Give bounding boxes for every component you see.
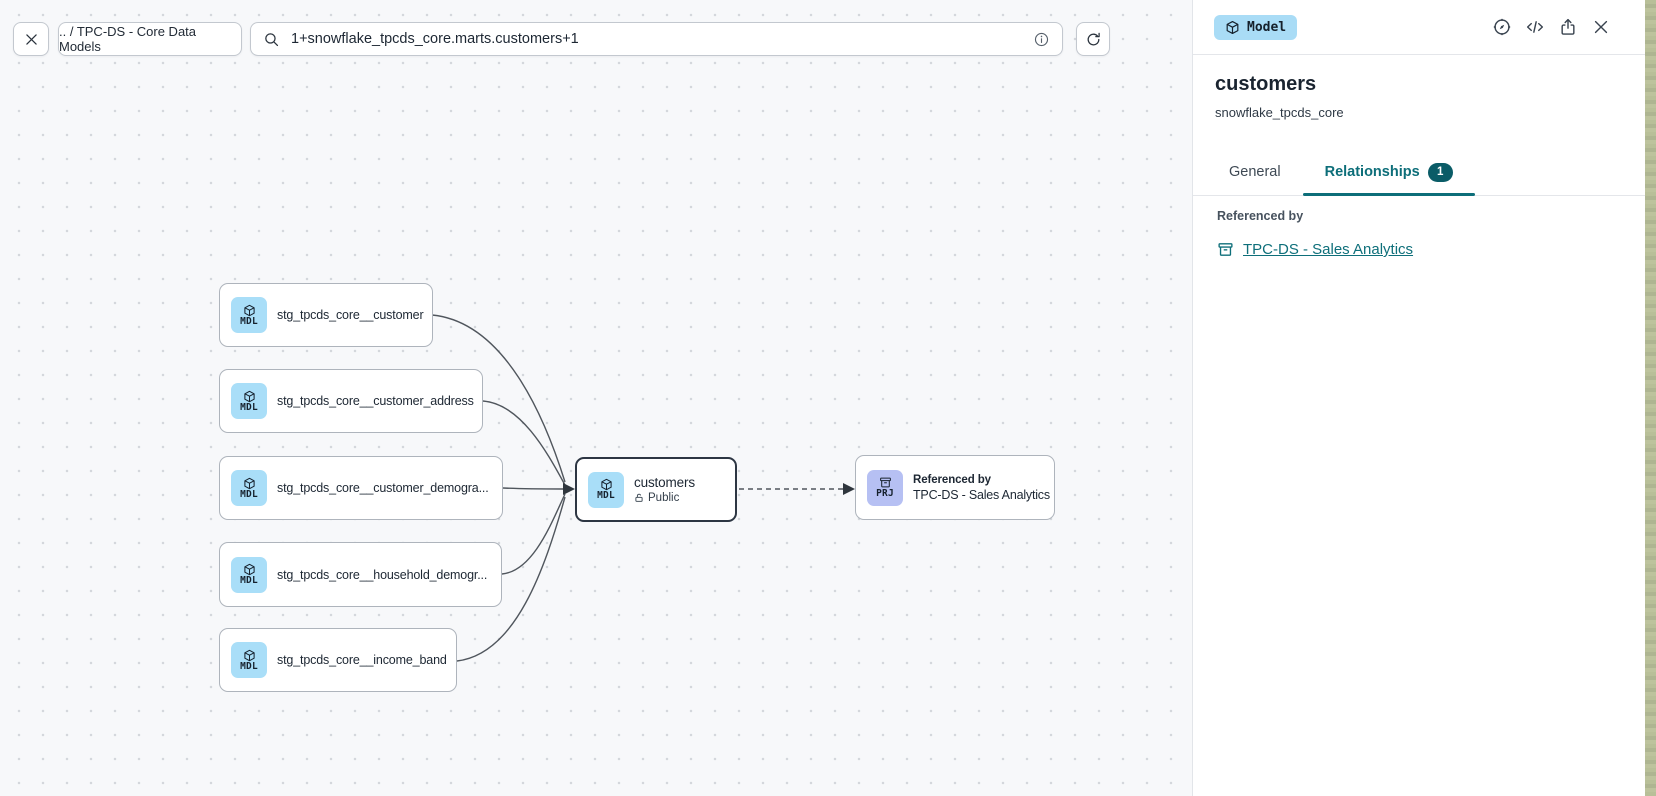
tab-general[interactable]: General: [1207, 149, 1303, 195]
model-type-badge: Model: [1214, 14, 1298, 40]
package-subtitle: snowflake_tpcds_core: [1215, 105, 1344, 120]
close-panel-button[interactable]: [1591, 17, 1611, 37]
access-row: Public: [634, 492, 695, 504]
node-label: stg_tpcds_core__income_band: [277, 653, 447, 667]
model-cube-icon: [1226, 20, 1239, 34]
model-cube-icon: MDL: [231, 297, 267, 333]
lock-open-icon: [635, 493, 643, 502]
search-icon: [265, 32, 279, 46]
tab-label: General: [1229, 164, 1281, 180]
model-cube-icon: MDL: [231, 470, 267, 506]
node-stg-tpcds-core-customer-demographics[interactable]: MDL stg_tpcds_core__customer_demogra...: [219, 456, 503, 520]
node-label: stg_tpcds_core__household_demogr...: [277, 567, 488, 582]
details-panel: Model customers snowflake_tpcds_core: [1192, 0, 1645, 796]
lineage-selector-input[interactable]: [289, 30, 1024, 48]
node-label: stg_tpcds_core__customer: [277, 308, 424, 322]
node-type-tag: MDL: [240, 401, 258, 413]
node-label: TPC-DS - Sales Analytics: [913, 487, 1050, 502]
view-code-button[interactable]: [1525, 17, 1545, 37]
referenced-by-caption: Referenced by: [913, 473, 991, 486]
share-icon: [1561, 18, 1575, 35]
edge-household-demographics: [501, 493, 566, 575]
refresh-lineage-button[interactable]: [1076, 22, 1110, 56]
arrowhead-into-customers: [563, 483, 575, 495]
node-type-tag: MDL: [240, 660, 258, 672]
node-label: stg_tpcds_core__customer_demogra...: [277, 481, 489, 495]
tab-relationships[interactable]: Relationships 1: [1302, 149, 1475, 196]
code-icon: [1526, 21, 1544, 33]
info-icon[interactable]: [1033, 31, 1050, 48]
breadcrumb-label: .. / TPC-DS - Core Data Models: [59, 24, 197, 54]
breadcrumb[interactable]: .. / TPC-DS - Core Data Models: [58, 22, 242, 56]
referenced-by-section: Referenced by TPC-DS - Sales Analytics: [1193, 196, 1645, 258]
node-label: stg_tpcds_core__customer_address: [277, 394, 474, 408]
node-label: customers: [634, 475, 695, 490]
lineage-selector-bar: [250, 22, 1063, 56]
model-cube-icon: MDL: [231, 556, 267, 593]
node-customers-selected[interactable]: MDL customers Public: [575, 457, 737, 522]
close-icon: [1594, 20, 1608, 34]
page-title: customers: [1215, 73, 1317, 95]
edge-customer-demographics: [502, 487, 564, 490]
node-referenced-project[interactable]: PRJ Referenced by TPC-DS - Sales Analyti…: [855, 455, 1055, 520]
project-archive-icon: [1218, 243, 1233, 256]
node-type-tag: PRJ: [876, 488, 894, 499]
node-type-tag: MDL: [240, 488, 258, 500]
node-stg-tpcds-core-customer-address[interactable]: MDL stg_tpcds_core__customer_address: [219, 369, 483, 433]
explore-lineage-button[interactable]: [1492, 17, 1512, 37]
node-type-tag: MDL: [597, 490, 615, 501]
details-tabs: General Relationships 1: [1193, 149, 1645, 196]
referencing-project-link[interactable]: TPC-DS - Sales Analytics: [1243, 241, 1414, 258]
close-icon: [25, 33, 37, 45]
node-stg-tpcds-core-income-band[interactable]: MDL stg_tpcds_core__income_band: [219, 628, 457, 692]
refresh-icon: [1087, 32, 1100, 45]
node-type-tag: MDL: [240, 315, 258, 327]
project-archive-icon: PRJ: [867, 469, 903, 506]
referencing-project-row: TPC-DS - Sales Analytics: [1217, 241, 1621, 258]
lineage-edges: [431, 314, 855, 662]
relationships-count-badge: 1: [1427, 162, 1453, 182]
node-stg-tpcds-core-household-demographics[interactable]: MDL stg_tpcds_core__household_demogr...: [219, 542, 502, 607]
model-cube-icon: MDL: [588, 471, 624, 508]
node-type-tag: MDL: [240, 575, 258, 586]
access-label: Public: [648, 492, 680, 504]
model-cube-icon: MDL: [231, 383, 267, 419]
lineage-canvas[interactable]: MDL stg_tpcds_core__customer MDL stg_tpc…: [0, 0, 1192, 796]
compass-icon: [1493, 18, 1511, 36]
desktop-wallpaper-sliver: [1645, 0, 1656, 796]
tab-label: Relationships: [1324, 164, 1420, 180]
model-cube-icon: MDL: [231, 642, 267, 678]
arrowhead-into-project: [843, 483, 855, 495]
model-type-badge-label: Model: [1247, 19, 1287, 35]
section-label: Referenced by: [1217, 209, 1304, 223]
details-panel-header: Model: [1193, 0, 1645, 55]
close-lineage-button[interactable]: [13, 22, 49, 56]
node-stg-tpcds-core-customer[interactable]: MDL stg_tpcds_core__customer: [219, 283, 433, 347]
share-button[interactable]: [1558, 17, 1578, 37]
